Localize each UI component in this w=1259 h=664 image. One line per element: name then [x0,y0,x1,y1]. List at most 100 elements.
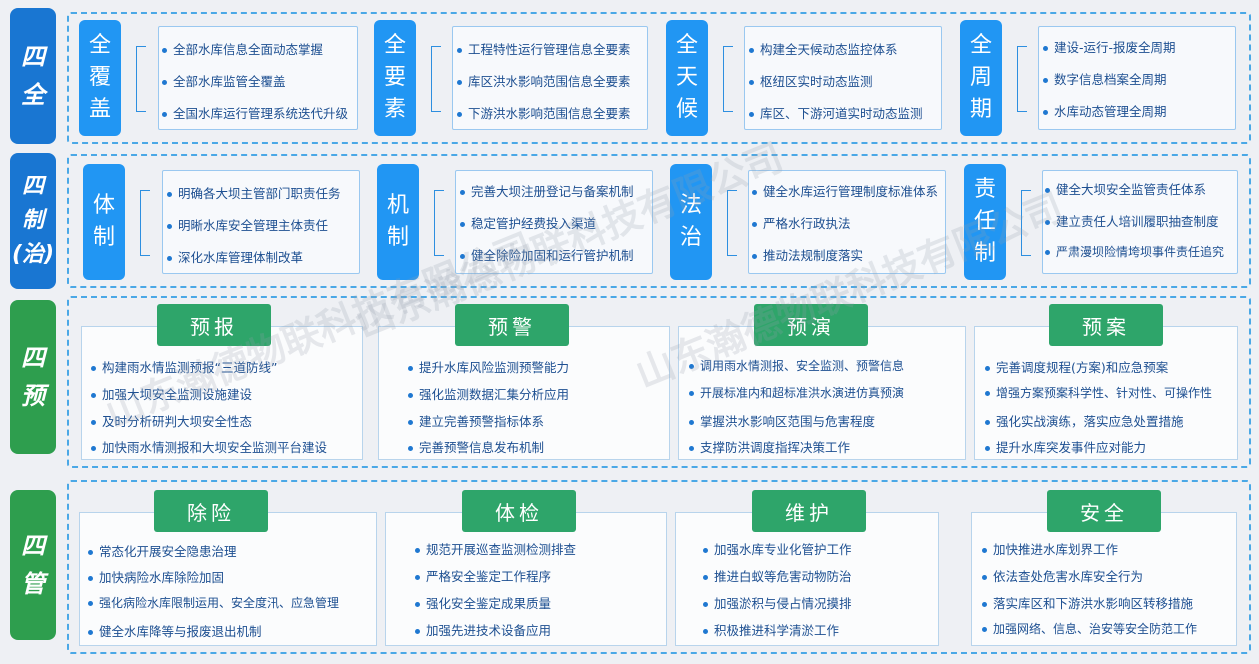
list-item: 强化实战演练，落实应急处置措施 [985,411,1184,430]
bracket [1021,190,1031,256]
group-label-rule-of-law: 法治 [670,164,712,280]
list-item: 推动法规制度落实 [752,245,863,264]
card-title-forecast: 预报 [157,304,271,346]
card-plan [974,326,1238,460]
list-item: 加强淤积与侵占情况摸排 [703,593,852,612]
list-item: 严格安全鉴定工作程序 [415,566,551,585]
list-item: 明晰水库安全管理主体责任 [167,215,328,234]
card-safety [971,512,1237,646]
list-item: 规范开展巡查监测检测排查 [415,539,576,558]
list-item: 深化水库管理体制改革 [167,247,303,266]
card-risk-removal [79,512,377,646]
list-item: 加快雨水情测报和大坝安全监测平台建设 [91,437,327,456]
list-item: 强化安全鉴定成果质量 [415,593,551,612]
list-item: 加强水库专业化管护工作 [703,539,852,558]
list-item: 健全除险加固和运行管护机制 [460,245,634,264]
group-label-mechanism: 机制 [377,164,419,280]
list-item: 严肃漫坝险情垮坝事件责任追究 [1045,243,1224,260]
list-item: 加快病险水库除险加固 [88,567,224,586]
bracket [1017,46,1027,112]
list-item: 开展标准内和超标准洪水演进仿真预演 [689,384,904,401]
section-label-four-comprehensive: 四全 [10,8,56,144]
group-label-full-elements: 全要素 [374,20,416,136]
list-item: 全国水库运行管理系统迭代升级 [162,103,348,122]
group-label-full-cycle: 全周期 [960,20,1002,136]
list-item: 积极推进科学清淤工作 [703,620,839,639]
section-box-four-systems [67,154,1251,288]
card-title-checkup: 体检 [462,490,576,532]
list-item: 增强方案预案科学性、针对性、可操作性 [985,384,1212,401]
items-box [452,26,648,130]
bracket [140,190,150,256]
card-title-rehearsal: 预演 [754,304,868,346]
list-item: 构建雨水情监测预报“三道防线” [91,357,277,376]
section-label-four-systems: 四制(治) [10,153,56,289]
list-item: 完善大坝注册登记与备案机制 [460,181,634,200]
list-item: 加强大坝安全监测设施建设 [91,384,252,403]
list-item: 建立责任人培训履职抽查制度 [1045,211,1219,230]
bracket [434,190,444,256]
card-maintenance [675,512,939,646]
list-item: 稳定管护经费投入渠道 [460,213,596,232]
section-box-four-management [67,480,1251,654]
bracket [727,190,737,256]
list-item: 加快推进水库划界工作 [982,539,1118,558]
list-item: 库区洪水影响范围信息全要素 [457,71,631,90]
list-item: 库区、下游河道实时动态监测 [749,103,923,122]
list-item: 常态化开展安全隐患治理 [88,541,237,560]
list-item: 健全大坝安全监管责任体系 [1045,179,1206,198]
list-item: 完善调度规程(方案)和应急预案 [985,357,1168,376]
list-item: 严格水行政执法 [752,213,851,232]
group-label-responsibility: 责任制 [964,164,1006,280]
group-label-full-coverage: 全覆盖 [79,20,121,136]
list-item: 建设-运行-报废全周期 [1043,37,1176,56]
items-box [748,170,946,274]
list-item: 构建全天候动态监控体系 [749,39,898,58]
list-item: 掌握洪水影响区范围与危害程度 [689,411,875,430]
section-box-four-comprehensive [67,12,1251,144]
list-item: 落实库区和下游洪水影响区转移措施 [982,593,1193,612]
list-item: 支撑防洪调度指挥决策工作 [689,437,850,456]
section-label-four-management: 四管 [10,490,56,640]
list-item: 建立完善预警指标体系 [408,411,544,430]
card-title-risk-removal: 除险 [154,490,268,532]
card-title-plan: 预案 [1049,304,1163,346]
bracket [136,46,146,112]
list-item: 下游洪水影响范围信息全要素 [457,103,631,122]
list-item: 提升水库风险监测预警能力 [408,357,569,376]
list-item: 推进白蚁等危害动物防治 [703,566,852,585]
group-label-system: 体制 [83,164,125,280]
list-item: 全部水库监管全覆盖 [162,71,286,90]
list-item: 全部水库信息全面动态掌握 [162,39,323,58]
card-forecast [81,326,363,460]
items-box [162,170,360,274]
bracket [431,46,441,112]
card-title-safety: 安全 [1047,490,1161,532]
items-box [455,170,653,274]
section-box-four-predictions [67,296,1251,468]
list-item: 加强先进技术设备应用 [415,620,551,639]
list-item: 健全水库运行管理制度标准体系 [752,181,938,200]
list-item: 明确各大坝主管部门职责任务 [167,183,341,202]
items-box [744,26,942,130]
list-item: 健全水库降等与报废退出机制 [88,621,262,640]
section-label-four-predictions: 四预 [10,300,56,454]
bracket [723,46,733,112]
list-item: 调用雨水情测报、安全监测、预警信息 [689,357,904,374]
card-title-warning: 预警 [455,304,569,346]
items-box [158,26,358,130]
list-item: 完善预警信息发布机制 [408,437,544,456]
list-item: 水库动态管理全周期 [1043,101,1167,120]
group-label-all-weather: 全天候 [666,20,708,136]
list-item: 提升水库突发事件应对能力 [985,437,1146,456]
list-item: 依法查处危害水库安全行为 [982,566,1143,585]
list-item: 强化监测数据汇集分析应用 [408,384,569,403]
list-item: 及时分析研判大坝安全性态 [91,411,252,430]
list-item: 强化病险水库限制运用、安全度汛、应急管理 [88,594,339,611]
card-title-maintenance: 维护 [752,490,866,532]
items-box [1042,170,1238,274]
list-item: 枢纽区实时动态监测 [749,71,873,90]
items-box [1038,26,1236,130]
list-item: 数字信息档案全周期 [1043,69,1167,88]
list-item: 加强网络、信息、治安等安全防范工作 [982,620,1197,637]
